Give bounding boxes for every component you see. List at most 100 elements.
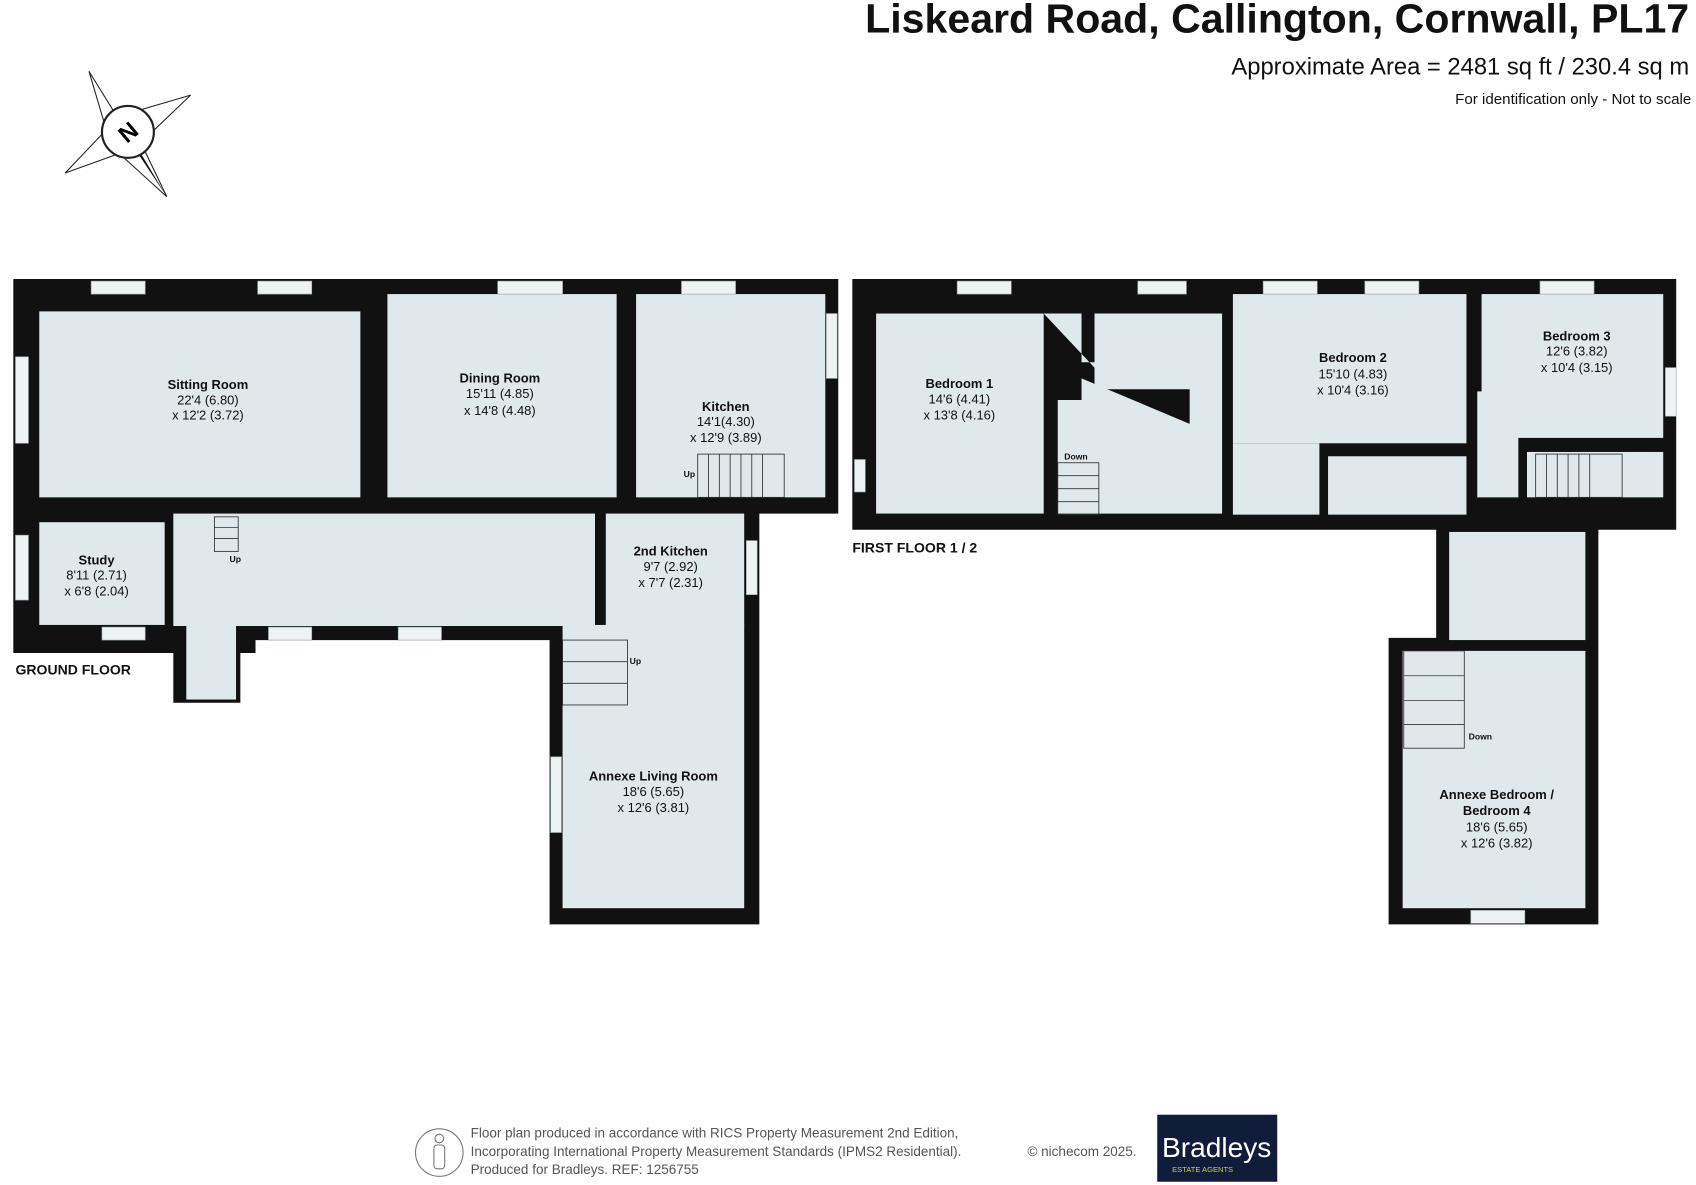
compass-icon: N (64, 71, 192, 198)
window (1137, 280, 1187, 295)
bathroom-area (1328, 456, 1467, 515)
svg-text:15'11 (4.85): 15'11 (4.85) (466, 386, 534, 401)
window (854, 459, 866, 493)
svg-text:x 12'9 (3.89): x 12'9 (3.89) (690, 430, 762, 445)
hall-area (173, 513, 595, 627)
svg-text:12'6 (3.82): 12'6 (3.82) (1546, 344, 1608, 359)
disclaimer: For identification only - Not to scale (1455, 91, 1691, 108)
window (1539, 280, 1595, 295)
sitting-room-area (39, 311, 361, 498)
first-floor-plan: Down Down Down Bedroom 1 14'6 (4.41) x 1… (852, 278, 1677, 925)
room-label-bedroom-3: Bedroom 3 12'6 (3.82) x 10'4 (3.15) (1541, 329, 1613, 375)
second-kitchen-area (605, 513, 745, 627)
svg-text:Bradleys: Bradleys (1162, 1132, 1271, 1163)
svg-text:14'1(4.30): 14'1(4.30) (697, 414, 755, 429)
svg-text:15'10 (4.83): 15'10 (4.83) (1319, 366, 1388, 381)
svg-text:Bedroom 4: Bedroom 4 (1463, 803, 1532, 818)
svg-text:x 10'4 (3.15): x 10'4 (3.15) (1541, 360, 1613, 375)
svg-text:Dining Room: Dining Room (460, 371, 541, 386)
svg-text:18'6 (5.65): 18'6 (5.65) (623, 784, 685, 799)
window (101, 626, 146, 641)
staircase (213, 453, 785, 706)
study-area (39, 522, 165, 625)
window (1665, 367, 1677, 417)
svg-text:9'7 (2.92): 9'7 (2.92) (643, 559, 697, 574)
stairs-down-label: Down (1628, 443, 1651, 453)
ground-floor-label: GROUND FLOOR (15, 662, 131, 678)
staircase (1057, 453, 1623, 749)
stairs-down-label: Down (1469, 732, 1492, 742)
stairs-up-label: Up (684, 469, 696, 479)
stairs-down-label: Down (1064, 452, 1087, 462)
room-label-2nd-kitchen: 2nd Kitchen 9'7 (2.92) x 7'7 (2.31) (634, 544, 708, 590)
room-label-kitchen: Kitchen 14'1(4.30) x 12'9 (3.89) (690, 399, 762, 445)
dining-room-area (387, 294, 617, 498)
window (497, 280, 563, 295)
annexe-bathroom-area (1449, 531, 1586, 641)
porch-area (186, 621, 237, 700)
person-icon (414, 1128, 464, 1177)
ensuite-area (1094, 313, 1212, 390)
room-label-study: Study 8'11 (2.71) x 6'8 (2.04) (64, 552, 128, 598)
room-label-annexe-bedroom-4: Annexe Bedroom / Bedroom 4 18'6 (5.65) x… (1439, 787, 1554, 851)
svg-text:22'4 (6.80): 22'4 (6.80) (177, 392, 239, 407)
svg-text:Kitchen: Kitchen (702, 399, 750, 414)
svg-text:x 10'4 (3.16): x 10'4 (3.16) (1317, 383, 1389, 398)
window (397, 626, 442, 641)
bedroom-1-area (876, 313, 1044, 514)
window (681, 280, 736, 295)
room-label-dining-room: Dining Room 15'11 (4.85) x 14'8 (4.48) (460, 371, 541, 418)
window (746, 540, 758, 595)
window (268, 626, 313, 641)
window (1262, 280, 1318, 295)
room-label-bedroom-2: Bedroom 2 15'10 (4.83) x 10'4 (3.16) (1317, 350, 1389, 397)
bradleys-logo: Bradleys ESTATE AGENTS (1157, 1114, 1278, 1182)
window (1364, 280, 1420, 295)
svg-text:Sitting Room: Sitting Room (168, 377, 249, 392)
svg-text:Bedroom 3: Bedroom 3 (1543, 329, 1611, 344)
room-label-annexe-living-room: Annexe Living Room 18'6 (5.65) x 12'6 (3… (589, 769, 718, 815)
ensuite-3-area (1477, 391, 1519, 498)
svg-text:Study: Study (79, 552, 116, 567)
svg-text:x 6'8 (2.04): x 6'8 (2.04) (64, 584, 128, 599)
svg-text:x 14'8 (4.48): x 14'8 (4.48) (464, 403, 536, 418)
approximate-area: Approximate Area = 2481 sq ft / 230.4 sq… (1231, 54, 1689, 81)
svg-text:Bedroom 2: Bedroom 2 (1319, 350, 1387, 365)
svg-text:Annexe Bedroom /: Annexe Bedroom / (1439, 787, 1554, 802)
svg-text:x 12'6 (3.81): x 12'6 (3.81) (618, 800, 690, 815)
window (15, 356, 29, 444)
svg-text:8'11 (2.71): 8'11 (2.71) (66, 568, 127, 583)
footer-line-2: Incorporating International Property Mea… (471, 1144, 962, 1159)
room-label-sitting-room: Sitting Room 22'4 (6.80) x 12'2 (3.72) (168, 377, 249, 422)
annexe-living-area (562, 624, 745, 909)
svg-text:ESTATE AGENTS: ESTATE AGENTS (1172, 1165, 1233, 1174)
window (826, 313, 838, 379)
svg-text:Annexe Living Room: Annexe Living Room (589, 769, 718, 784)
footer-line-1: Floor plan produced in accordance with R… (471, 1125, 959, 1140)
svg-text:x 12'6 (3.82): x 12'6 (3.82) (1461, 836, 1533, 851)
kitchen-area (636, 294, 826, 498)
svg-text:x 13'8 (4.16): x 13'8 (4.16) (924, 408, 996, 423)
svg-text:14'6 (4.41): 14'6 (4.41) (929, 391, 991, 406)
window (550, 756, 562, 833)
bedroom-2-area (1232, 294, 1467, 444)
room-label-bedroom-1: Bedroom 1 14'6 (4.41) x 13'8 (4.16) (924, 376, 996, 422)
window (257, 280, 313, 295)
window (90, 280, 146, 295)
svg-text:18'6 (5.65): 18'6 (5.65) (1466, 819, 1528, 834)
svg-text:x 12'2 (3.72): x 12'2 (3.72) (172, 408, 244, 423)
svg-text:x 7'7 (2.31): x 7'7 (2.31) (638, 575, 702, 590)
first-floor-label: FIRST FLOOR 1 / 2 (852, 539, 977, 555)
svg-text:2nd Kitchen: 2nd Kitchen (634, 544, 708, 559)
stair-landing-area (1526, 451, 1664, 498)
corridor-area (1232, 443, 1320, 515)
svg-text:Bedroom 1: Bedroom 1 (925, 376, 993, 391)
stairs-up-label: Up (230, 554, 242, 564)
property-title: Liskeard Road, Callington, Cornwall, PL1… (865, 0, 1689, 41)
window (15, 534, 29, 601)
bedroom-4-area (1402, 650, 1586, 909)
stairs-up-label: Up (630, 656, 642, 666)
footer-copyright: © nichecom 2025. (1027, 1144, 1136, 1159)
window (1470, 910, 1526, 924)
